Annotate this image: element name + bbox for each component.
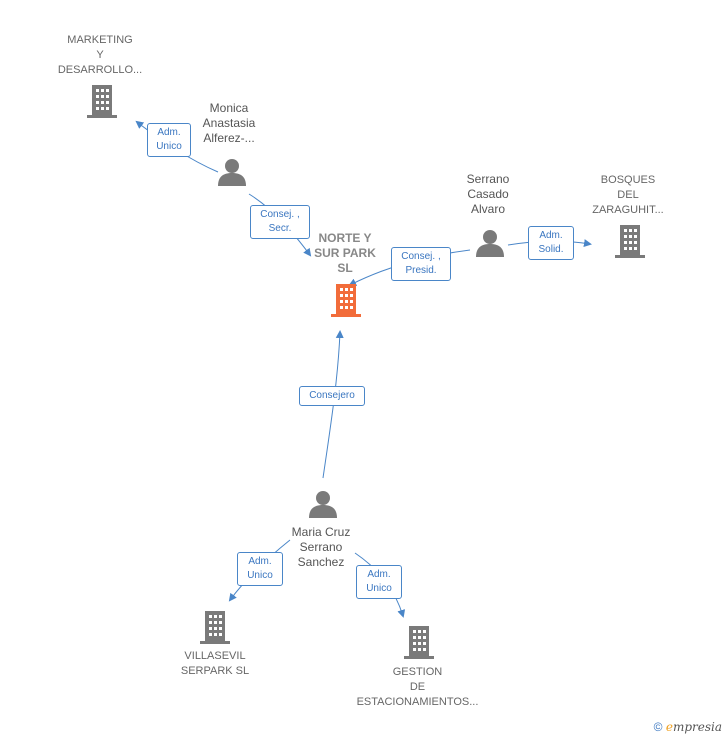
person-icon[interactable] — [309, 491, 337, 518]
copyright-icon: © — [653, 720, 663, 734]
person-icon[interactable] — [476, 230, 504, 257]
edge-label-maria-gestion: Adm. Unico — [356, 565, 402, 599]
node-label-serrano[interactable]: Serrano Casado Alvaro — [466, 172, 510, 216]
person-icon[interactable] — [218, 159, 246, 186]
building-icon[interactable] — [331, 284, 361, 317]
footer-brand: © empresia — [654, 720, 722, 734]
node-label-center[interactable]: NORTE Y SUR PARK SL — [314, 231, 376, 275]
edge-label-serrano-bosques: Adm. Solid. — [528, 226, 574, 260]
node-label-gestion[interactable]: GESTION DE ESTACIONAMIENTOS... — [356, 666, 479, 708]
building-icon[interactable] — [404, 626, 434, 659]
building-icon[interactable] — [615, 225, 645, 258]
edge-label-maria-villasevil: Adm. Unico — [237, 552, 283, 586]
building-icon[interactable] — [87, 85, 117, 118]
building-icon[interactable] — [200, 611, 230, 644]
node-label-monica[interactable]: Monica Anastasia Alferez-... — [202, 101, 256, 145]
edge-label-monica-marketing: Adm. Unico — [147, 123, 191, 157]
edge-label-monica-center: Consej. , Secr. — [250, 205, 310, 239]
node-label-marketing[interactable]: MARKETING Y DESARROLLO... — [57, 34, 143, 76]
edge-label-maria-center: Consejero — [299, 386, 365, 406]
edge-label-serrano-center: Consej. , Presid. — [391, 247, 451, 281]
node-label-bosques[interactable]: BOSQUES DEL ZARAGUHIT... — [592, 174, 664, 216]
node-label-villasevil[interactable]: VILLASEVIL SERPARK SL — [180, 650, 250, 677]
empresia-logo: empresia — [665, 720, 722, 734]
node-label-maria[interactable]: Maria Cruz Serrano Sanchez — [291, 525, 351, 569]
